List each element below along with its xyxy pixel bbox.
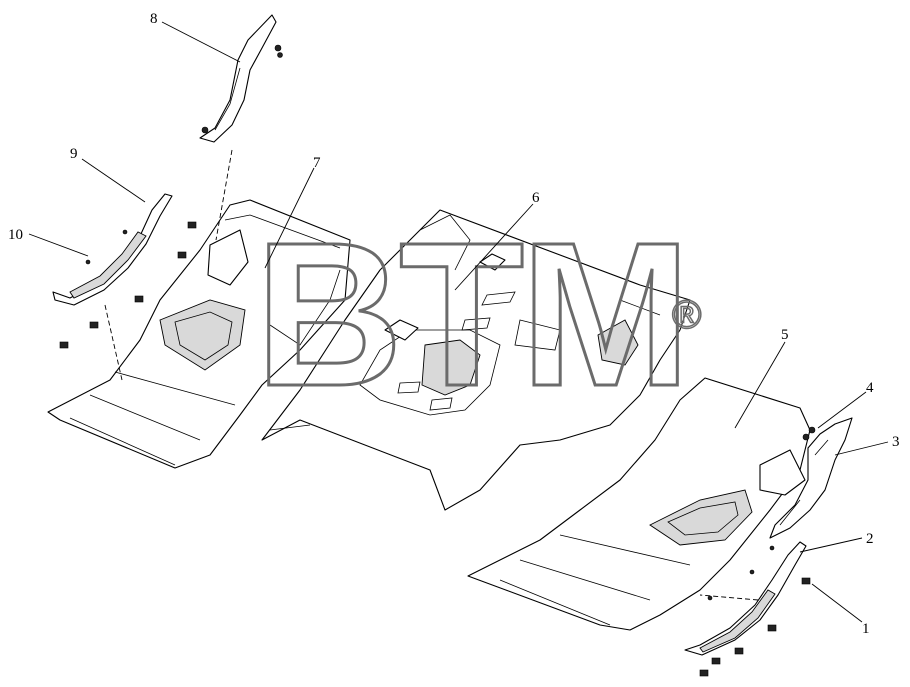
- right-sill-trim: [684, 541, 807, 656]
- callout-8: 8: [150, 11, 158, 27]
- watermark-registered-mark: ®: [672, 293, 701, 337]
- callout-3: 3: [892, 434, 900, 450]
- watermark: BTM ®: [254, 199, 703, 431]
- right-pillar-trim: [769, 417, 853, 539]
- front-left-floor-mat: [47, 199, 351, 469]
- callout-2: 2: [866, 531, 874, 547]
- front-right-floor-mat: [467, 377, 811, 631]
- callout-9: 9: [70, 146, 78, 162]
- clip-fasteners: [59, 221, 816, 677]
- watermark-text: BTM: [255, 200, 687, 429]
- callout-7: 7: [313, 155, 321, 171]
- rear-floor-mat: [261, 209, 691, 511]
- callout-1: 1: [862, 621, 870, 637]
- callout-labels: 1 2 3 4 5 6 7 8 9 10: [8, 11, 900, 637]
- assembly-guide-lines: [104, 149, 759, 601]
- left-sill-trim: [52, 193, 173, 306]
- callout-10: 10: [8, 227, 23, 243]
- callout-6: 6: [532, 190, 540, 206]
- callout-5: 5: [781, 327, 789, 343]
- callout-4: 4: [866, 380, 874, 396]
- callout-leaders: [28, 21, 889, 623]
- upper-trim-strip: [199, 14, 283, 143]
